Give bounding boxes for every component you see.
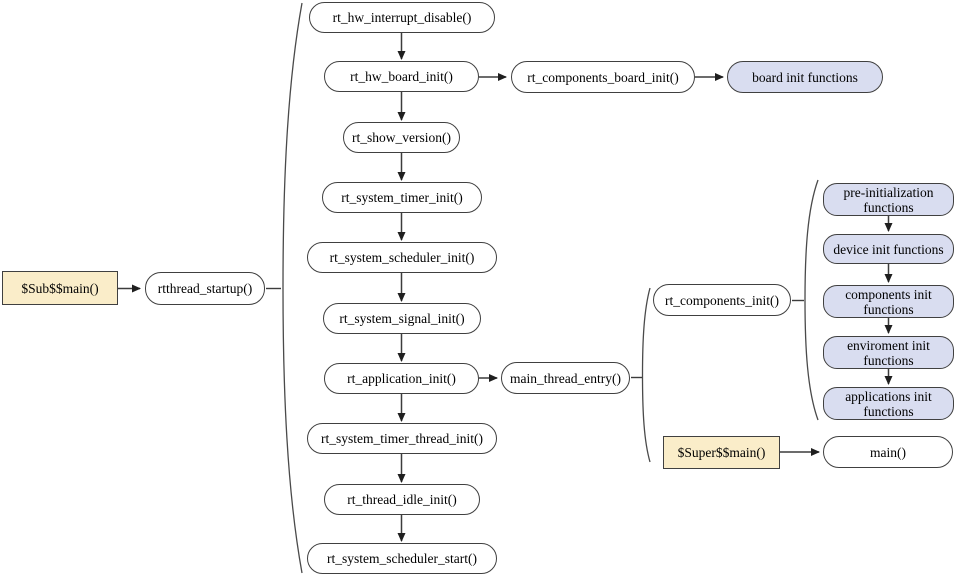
- main-thread-group-brace: [641, 287, 651, 463]
- node-rt-hw-interrupt-disable: rt_hw_interrupt_disable(): [309, 2, 495, 33]
- node-pre-initialization-functions: pre-initialization functions: [823, 183, 954, 216]
- node-board-init-functions: board init functions: [727, 61, 883, 93]
- node-rt-system-signal-init: rt_system_signal_init(): [323, 303, 481, 334]
- node-rt-thread-idle-init: rt_thread_idle_init(): [324, 484, 480, 515]
- components-group-brace: [804, 179, 819, 421]
- node-rt-application-init: rt_application_init(): [324, 363, 479, 394]
- node-rtthread-startup: rtthread_startup(): [145, 272, 265, 305]
- node-applications-init-functions: applications init functions: [823, 387, 954, 420]
- node-sub-main: $Sub$$main(): [2, 271, 118, 305]
- node-super-main: $Super$$main(): [663, 436, 780, 469]
- node-rt-system-scheduler-init: rt_system_scheduler_init(): [307, 242, 497, 273]
- node-components-init-functions: components init functions: [823, 285, 954, 318]
- node-rt-system-scheduler-start: rt_system_scheduler_start(): [307, 543, 497, 574]
- node-main: main(): [823, 436, 953, 468]
- node-main-thread-entry: main_thread_entry(): [501, 362, 630, 394]
- node-rt-components-init: rt_components_init(): [653, 284, 791, 316]
- node-enviroment-init-functions: enviroment init functions: [823, 336, 954, 369]
- node-rt-system-timer-init: rt_system_timer_init(): [322, 182, 482, 213]
- node-rt-hw-board-init: rt_hw_board_init(): [324, 61, 479, 92]
- node-rt-components-board-init: rt_components_board_init(): [511, 61, 695, 93]
- node-rt-system-timer-thread-init: rt_system_timer_thread_init(): [307, 423, 497, 454]
- startup-group-brace: [282, 2, 303, 574]
- node-rt-show-version: rt_show_version(): [343, 122, 460, 153]
- node-device-init-functions: device init functions: [823, 234, 954, 264]
